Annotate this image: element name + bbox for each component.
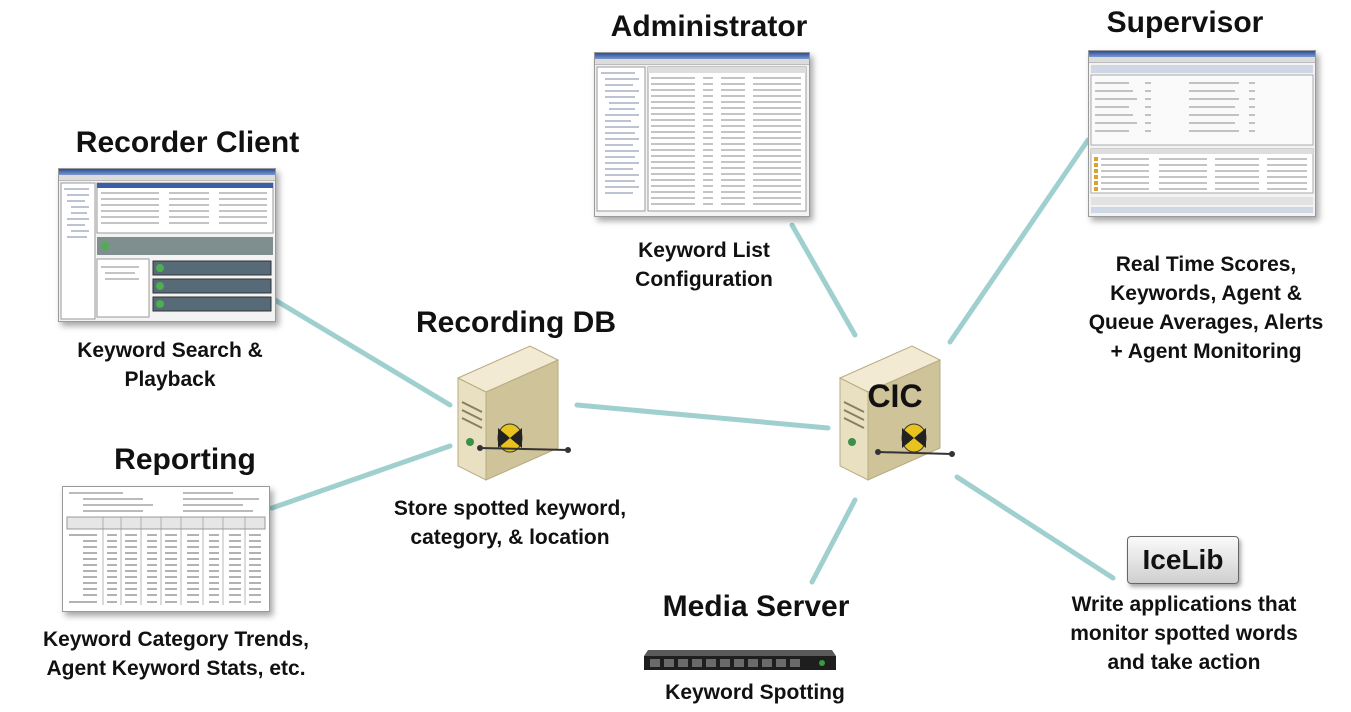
administrator-screenshot — [594, 52, 810, 217]
supervisor-screenshot — [1088, 50, 1316, 217]
caption-line: Keywords, Agent & — [1110, 282, 1302, 305]
recorder-client-screenshot — [58, 168, 276, 322]
caption-line: Keyword List — [638, 239, 770, 262]
caption-line: Agent Keyword Stats, etc. — [46, 657, 306, 680]
media-server-rack-icon — [640, 646, 840, 681]
supervisor-title: Supervisor — [1106, 6, 1264, 39]
caption-line: Store spotted keyword, — [393, 497, 627, 520]
caption-line: and take action — [1107, 651, 1261, 674]
reporting-caption: Keyword Category Trends, Agent Keyword S… — [6, 625, 346, 683]
connector-media-cic — [809, 497, 858, 585]
cic-server-icon — [822, 340, 962, 495]
caption-line: Keyword Category Trends, — [42, 628, 310, 651]
supervisor-caption: Real Time Scores, Keywords, Agent & Queu… — [1071, 250, 1341, 366]
cic-title: CIC — [867, 378, 923, 414]
recording-db-title: Recording DB — [415, 306, 616, 339]
administrator-title: Administrator — [610, 10, 808, 43]
reporting-screenshot — [62, 486, 270, 612]
icelib-badge: IceLib — [1127, 536, 1239, 584]
recording-db-caption: Store spotted keyword, category, & locat… — [360, 494, 660, 552]
reporting-title: Reporting — [114, 443, 256, 476]
caption-line: category, & location — [410, 526, 610, 549]
recorder-client-title: Recorder Client — [75, 126, 300, 159]
connector-recorder-db — [272, 297, 453, 408]
caption-line: monitor spotted words — [1070, 622, 1298, 645]
media-server-caption: Keyword Spotting — [640, 678, 870, 707]
icelib-caption: Write applications that monitor spotted … — [1028, 590, 1340, 677]
connector-supervisor-cic — [947, 137, 1091, 345]
connector-icelib-cic — [954, 474, 1116, 581]
connector-admin-cic — [789, 222, 858, 338]
administrator-caption: Keyword List Configuration — [589, 236, 819, 294]
caption-line: Write applications that — [1071, 593, 1297, 616]
recorder-client-caption: Keyword Search & Playback — [45, 336, 295, 394]
caption-line: Playback — [124, 368, 216, 391]
connector-reporting-db — [269, 443, 453, 511]
caption-line: Real Time Scores, — [1115, 253, 1297, 276]
media-server-title: Media Server — [662, 590, 850, 623]
caption-line: Configuration — [635, 268, 773, 291]
recording-db-server-icon — [440, 340, 580, 495]
caption-line: + Agent Monitoring — [1110, 340, 1302, 363]
icelib-title: IceLib — [1142, 544, 1224, 575]
connector-db-cic — [574, 402, 831, 431]
caption-line: Queue Averages, Alerts — [1088, 311, 1324, 334]
caption-line: Keyword Search & — [77, 339, 263, 362]
caption-line: Keyword Spotting — [665, 681, 845, 704]
